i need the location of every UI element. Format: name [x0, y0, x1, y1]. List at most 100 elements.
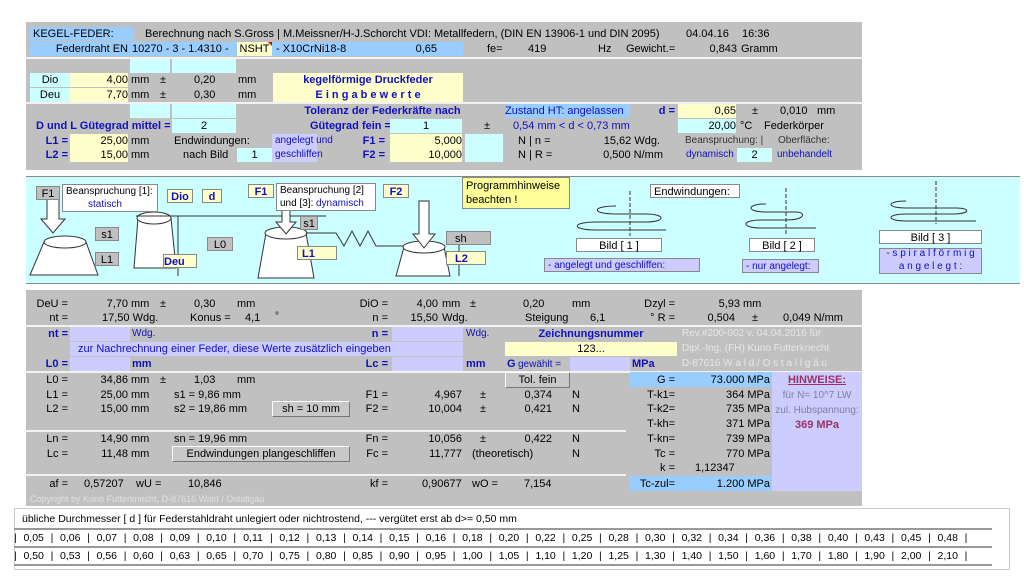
revision: Rev.#200-002 v. 04.04.2016 für	[682, 328, 822, 339]
f1-label: F1 =	[362, 135, 385, 147]
pm: ±	[752, 105, 759, 117]
dio-res-label: DiO =	[359, 298, 388, 310]
unit: mm	[237, 298, 256, 310]
f2-res: 10,004	[428, 403, 462, 415]
r-res-label: ° R =	[650, 312, 675, 324]
d-tag: d	[202, 189, 222, 203]
n-value: 15,62 Wdg.	[603, 135, 660, 147]
unit: mm	[131, 89, 150, 101]
bild2-desc: - nur angelegt:	[742, 259, 819, 273]
dio-input[interactable]: 4,00	[70, 73, 128, 87]
fn-tol: 0,422	[524, 433, 552, 445]
f1-static-tag: F1	[36, 186, 60, 200]
pm: ±	[160, 298, 167, 310]
nt-input[interactable]	[70, 327, 130, 341]
bild3-desc: - s p i r a l f ö r m i g	[886, 248, 975, 259]
pm: ±	[160, 74, 167, 86]
program-hint[interactable]: Programmhinweise beachten !	[466, 180, 561, 206]
stroke-button[interactable]: sh = 10 mm	[272, 401, 350, 417]
f1-input[interactable]: 5,000	[390, 134, 462, 148]
temp-input[interactable]: 20,00	[678, 119, 736, 133]
wire-diameter: 0,65	[415, 43, 437, 55]
n-input[interactable]	[392, 327, 463, 341]
l1-input[interactable]: 25,00	[70, 134, 128, 148]
heat-state: Zustand HT: angelassen	[505, 104, 630, 118]
empty-input[interactable]	[130, 104, 170, 118]
section-title-box	[273, 73, 463, 102]
divider	[26, 430, 626, 432]
g-input[interactable]	[570, 357, 630, 371]
f1-tol-input[interactable]	[465, 134, 503, 148]
grade-fine-label: Gütegrad fein =	[310, 120, 391, 132]
unit: mm	[237, 374, 256, 386]
diameter-value: 1,05	[498, 550, 520, 562]
l0-tag: L0	[207, 237, 233, 251]
temp-unit: °C	[740, 120, 753, 132]
fc-label: Fc =	[366, 448, 388, 460]
d-input[interactable]: 0,65	[678, 104, 736, 118]
r-res-tol: 0,049 N/mm	[783, 312, 843, 324]
bild3-desc: a n g e l e g t :	[898, 261, 963, 272]
subtitle: Berechnung nach S.Gross | M.Meissner/H-J…	[145, 28, 660, 40]
divider	[26, 57, 862, 59]
f1-res-label: F1 =	[365, 389, 388, 401]
wire-grade-input[interactable]: NSHT	[237, 42, 272, 56]
wo-label: wO =	[472, 478, 498, 490]
ground-ends-button[interactable]: Endwindungen plangeschliffen	[172, 446, 350, 462]
divider	[26, 325, 862, 327]
diameter-row: | 0,50 | 0,53 | 0,56 | 0,60 | 0,63 | 0,6…	[14, 546, 992, 566]
picture-input[interactable]: 1	[237, 148, 272, 162]
grade-dl-label: D und L Gütegrad mittel =	[36, 120, 171, 132]
lc-input[interactable]	[392, 357, 463, 371]
wire-label: Federdraht EN	[55, 43, 128, 55]
load-type: dynamisch	[686, 149, 734, 160]
empty-input[interactable]	[130, 59, 170, 73]
tol-fine-button[interactable]: Tol. fein	[505, 372, 570, 388]
tc-label: Tc =	[654, 448, 675, 460]
pm: ±	[484, 120, 491, 132]
tk2-label: T-k2=	[647, 403, 675, 415]
hint-stress-label: zul. Hubspannung:	[775, 405, 859, 416]
load1-type: statisch	[88, 199, 122, 210]
empty-input[interactable]	[172, 59, 236, 73]
diameter-value: 0,32	[681, 532, 702, 544]
l0-res-tol: 1,03	[194, 374, 216, 386]
l2-input[interactable]: 15,00	[70, 148, 128, 162]
fc-note: (theoretisch)	[472, 448, 534, 460]
bild2-label: Bild [ 2 ]	[749, 238, 815, 252]
f2-input[interactable]: 10,000	[390, 148, 462, 162]
diameter-value: 0,20	[498, 532, 520, 544]
pm: ±	[480, 433, 487, 445]
unit-n: N	[572, 389, 580, 401]
author: Dipl.-Ing. (FH) Kuno Futterknecht	[682, 343, 830, 354]
weight-unit: Gramm	[741, 43, 778, 55]
diameter-value: 0,08	[133, 532, 154, 544]
program-hint-box[interactable]	[462, 177, 570, 209]
empty-input[interactable]	[172, 104, 236, 118]
dio-tag: Dio	[167, 189, 193, 203]
load-input[interactable]: 2	[737, 148, 772, 162]
unit-n: N	[572, 448, 580, 460]
diameter-value: 0,14	[352, 532, 373, 544]
grade-dl-input[interactable]: 2	[172, 119, 236, 133]
l2-res-label: L2 =	[46, 403, 68, 415]
diameter-value: 0,05	[23, 532, 44, 544]
time: 16:36	[742, 28, 770, 40]
drawing-no-input[interactable]: 123...	[505, 342, 677, 356]
diameter-value: 1,10	[535, 550, 556, 562]
pm: ±	[480, 389, 487, 401]
coil-bild2-drawing	[745, 188, 816, 234]
tkh: 371 MPa	[725, 418, 770, 430]
af-label: af =	[49, 478, 68, 490]
wire-standard: 10270 - 3 - 1.4310 -	[132, 43, 229, 55]
l0-input[interactable]	[70, 357, 130, 371]
f2-tol-input[interactable]	[465, 148, 503, 162]
deu-input[interactable]: 7,70	[70, 88, 128, 102]
unit: mm	[743, 298, 762, 310]
grade-fine-input[interactable]: 1	[390, 119, 462, 133]
dio-label: Dio	[30, 73, 70, 87]
diameter-value: 0,13	[315, 532, 337, 544]
diameter-value: 2,00	[900, 550, 922, 562]
diameter-title: übliche Durchmesser [ d ] für Federstahl…	[22, 513, 517, 525]
unit: mm	[131, 433, 150, 445]
